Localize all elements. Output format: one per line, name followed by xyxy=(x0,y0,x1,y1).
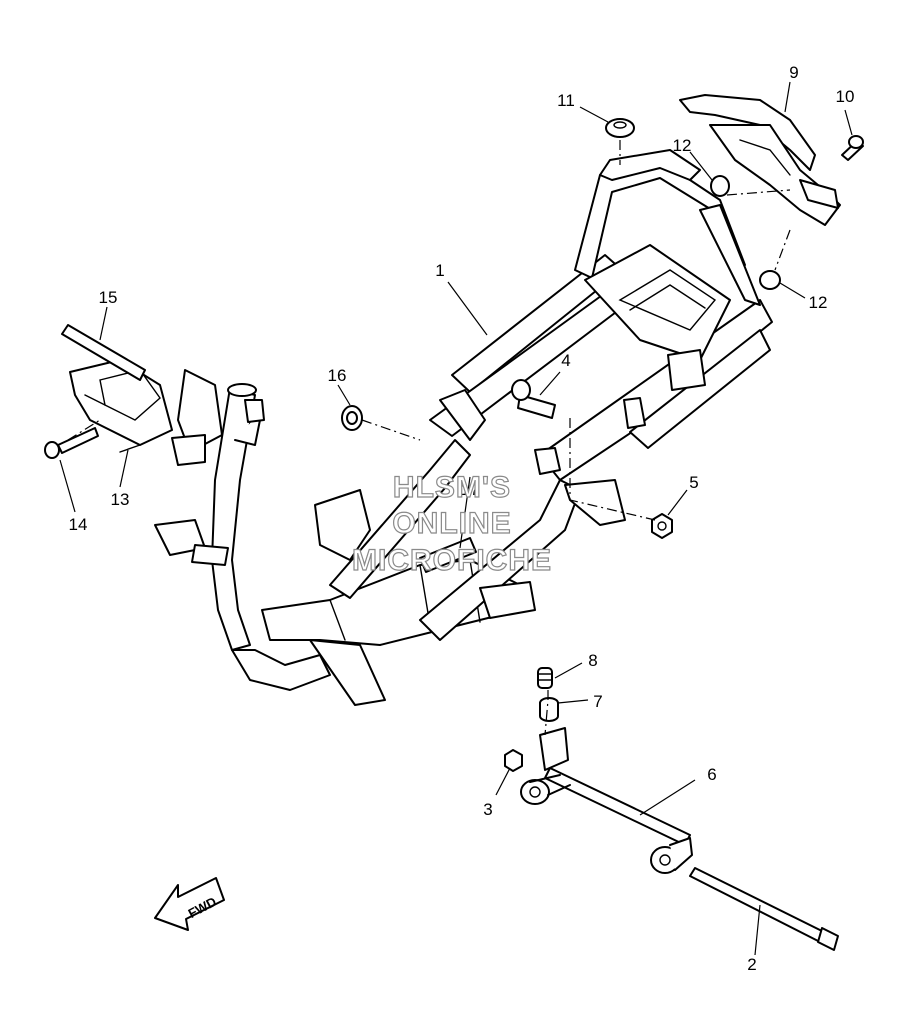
callout-14: 14 xyxy=(69,515,88,534)
washer-part-11 xyxy=(605,118,635,138)
callout-11: 11 xyxy=(557,91,575,110)
callout-15: 15 xyxy=(99,288,118,307)
main-frame xyxy=(154,149,773,706)
callout-17: 17 xyxy=(461,480,480,499)
cap-part-12-lower xyxy=(759,270,781,290)
nut-part-3 xyxy=(504,749,523,772)
callout-1: 1 xyxy=(435,261,444,280)
callout-12-upper: 12 xyxy=(673,136,692,155)
callout-13: 13 xyxy=(111,490,130,509)
fwd-arrow-icon: FWD xyxy=(154,877,225,931)
callout-4: 4 xyxy=(561,351,570,370)
bolt-part-14 xyxy=(44,427,99,459)
strip-part-15 xyxy=(61,324,146,381)
callout-12-lower: 12 xyxy=(809,293,828,312)
callout-8: 8 xyxy=(588,651,597,670)
callout-3: 3 xyxy=(483,800,492,819)
callout-5: 5 xyxy=(689,473,698,492)
watermark-line-1: HLSM'S xyxy=(393,471,511,504)
callout-2: 2 xyxy=(747,955,756,974)
nut-part-5 xyxy=(651,513,673,539)
watermark-line-3: MICROFICHE xyxy=(352,544,552,577)
collar-part-8 xyxy=(537,667,553,689)
leader-lines xyxy=(59,81,853,956)
callout-7: 7 xyxy=(593,692,602,711)
callout-9: 9 xyxy=(789,63,798,82)
rear-bracket-part-9 xyxy=(679,94,841,226)
callout-16: 16 xyxy=(328,366,347,385)
bolt-part-2 xyxy=(689,867,839,951)
grommet-part-16 xyxy=(341,405,363,431)
screw-part-10 xyxy=(841,135,864,161)
cap-part-12-upper xyxy=(710,175,730,197)
bolt-part-4 xyxy=(511,379,556,419)
watermark-line-2: ONLINE xyxy=(392,507,511,540)
centerlines xyxy=(67,140,791,736)
engine-mount-link-part-6 xyxy=(520,727,693,874)
bushing-part-7 xyxy=(539,697,559,722)
watermark: HLSM'S ONLINE MICROFICHE xyxy=(351,470,552,577)
callout-6: 6 xyxy=(707,765,716,784)
callout-10: 10 xyxy=(836,87,855,106)
